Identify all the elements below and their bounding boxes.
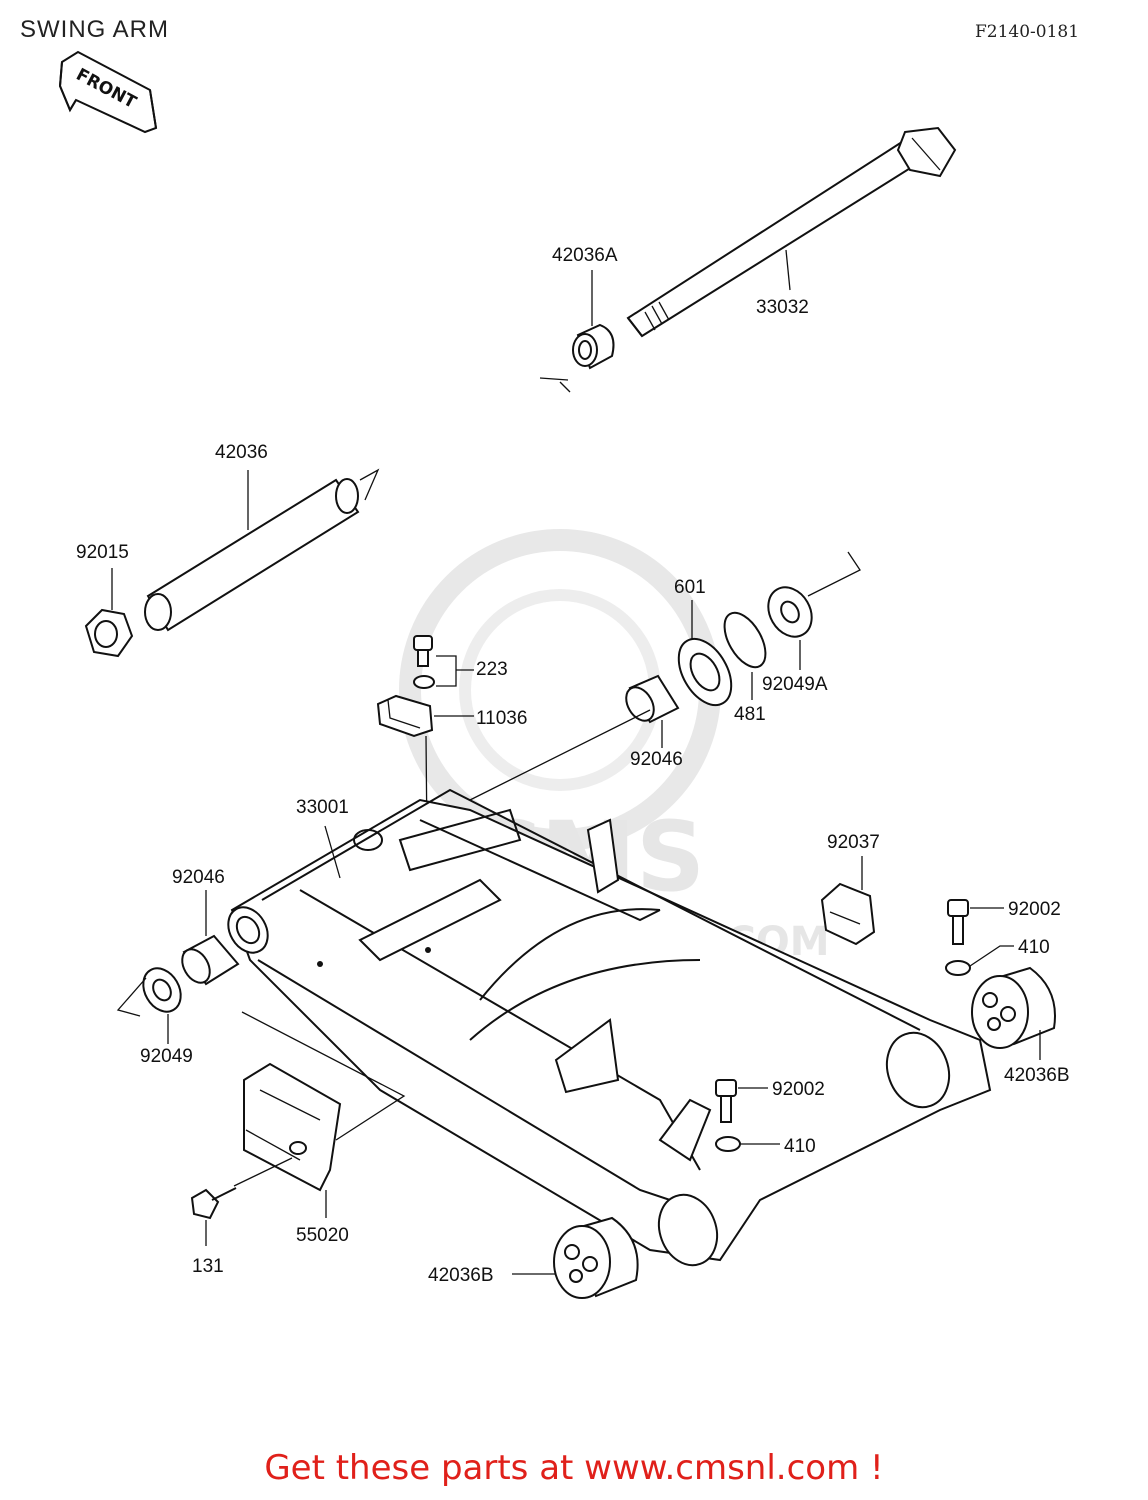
part-label-481: 481 — [734, 704, 766, 725]
footer-link[interactable]: Get these parts at www.cmsnl.com ! — [264, 1448, 884, 1488]
bushing-42036B-left — [553, 1216, 639, 1299]
part-label-42036B-left: 42036B — [428, 1265, 494, 1286]
part-label-11036: 11036 — [476, 708, 527, 729]
bracket-11036 — [376, 694, 434, 738]
part-label-410-upper: 410 — [1018, 937, 1050, 958]
part-label-92046-left: 92046 — [172, 867, 225, 888]
part-label-92049: 92049 — [140, 1046, 193, 1067]
collar-42036A — [539, 323, 615, 393]
needle-bearing-92046-left — [181, 934, 240, 986]
washer-410-lower — [715, 1136, 741, 1152]
bolt-223 — [413, 635, 435, 689]
needle-bearing-92046-upper — [625, 674, 680, 724]
circlip-481 — [723, 611, 767, 669]
washer-410-upper — [945, 960, 971, 976]
oil-seal-92049A — [767, 551, 861, 638]
nut-92015 — [84, 608, 134, 658]
figure-code: F2140-0181 — [975, 22, 1080, 42]
part-label-92015: 92015 — [76, 542, 129, 563]
bearing-601 — [677, 637, 733, 707]
bolt-92002-lower — [715, 1079, 737, 1123]
page-title: SWING ARM — [20, 16, 170, 43]
swing-arm-33001 — [227, 788, 992, 1267]
chain-guard-55020 — [243, 1062, 342, 1192]
part-label-131: 131 — [192, 1256, 224, 1277]
part-label-42036A: 42036A — [552, 245, 618, 266]
part-label-410-lower: 410 — [784, 1136, 816, 1157]
part-label-601: 601 — [674, 577, 706, 598]
sleeve-42036 — [144, 468, 380, 632]
clip-92037 — [820, 882, 876, 946]
pivot-shaft — [626, 126, 957, 338]
part-label-42036B-right: 42036B — [1004, 1065, 1070, 1086]
part-label-33001: 33001 — [296, 797, 349, 818]
part-label-92002-upper: 92002 — [1008, 899, 1061, 920]
part-label-223: 223 — [476, 659, 508, 680]
part-label-92002-lower: 92002 — [772, 1079, 825, 1100]
part-label-55020: 55020 — [296, 1225, 349, 1246]
part-label-42036: 42036 — [215, 442, 268, 463]
bolt-131 — [190, 1187, 237, 1220]
part-label-92046-upper: 92046 — [630, 749, 683, 770]
part-label-92049A: 92049A — [762, 674, 828, 695]
front-arrow-icon: FRONT — [58, 50, 158, 134]
bolt-92002-upper — [947, 899, 969, 945]
bushing-42036B-right — [971, 966, 1056, 1049]
part-label-33032: 33032 — [756, 297, 809, 318]
part-label-92037: 92037 — [827, 832, 880, 853]
oil-seal-92049 — [116, 967, 182, 1017]
